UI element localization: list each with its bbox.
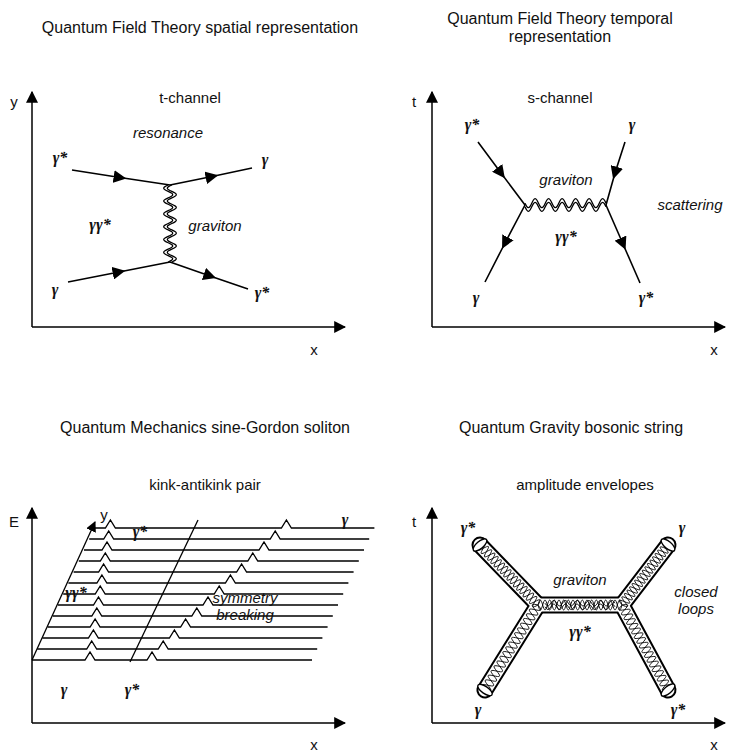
soliton-line: [68, 575, 348, 583]
soliton-line: [74, 564, 354, 572]
particle-label: γγ*: [65, 584, 86, 602]
tube-inner: [622, 605, 668, 690]
tube-outline: [622, 605, 668, 690]
panel-title: Quantum Field Theory spatial representat…: [35, 19, 365, 37]
panel-title: Quantum Gravity bosonic string: [406, 419, 736, 437]
string-tubes: [471, 537, 677, 698]
channel-label: kink-antikink pair: [149, 476, 261, 493]
soliton-line: [32, 652, 312, 660]
soliton-line: [89, 531, 369, 539]
particle-label: γ: [342, 511, 349, 529]
soliton-line: [79, 553, 359, 561]
tube-mesh: [621, 605, 668, 691]
loop-end: [471, 537, 489, 553]
axis-label: x: [710, 341, 718, 358]
particle-label: γ: [61, 681, 68, 699]
particle-label: γγ*: [555, 228, 576, 246]
particle-label: γ*: [133, 523, 148, 541]
tube-mesh: [482, 605, 541, 690]
axes: [32, 92, 725, 723]
soliton-lines: [32, 520, 374, 662]
axis-label: y: [100, 506, 108, 523]
graviton-wave: [545, 604, 615, 609]
particle-label: γγ*: [569, 623, 590, 641]
graviton-wave: [525, 202, 606, 211]
particle-label: γ*: [465, 116, 480, 134]
axis-label: y: [10, 93, 18, 110]
soliton-line: [84, 542, 364, 550]
particle-label: γ*: [125, 681, 140, 699]
annotation: graviton: [188, 217, 241, 234]
tube-inner: [538, 599, 622, 612]
particle-label: γ*: [639, 289, 654, 307]
soliton-line: [63, 586, 343, 594]
feynman-lines: [68, 142, 640, 289]
channel-label: t-channel: [159, 89, 221, 106]
channel-label: amplitude envelopes: [516, 476, 654, 493]
tube-outline: [538, 597, 622, 614]
particle-label: γ*: [53, 149, 68, 167]
particle-label: γ: [629, 116, 636, 134]
annotation: closed loops: [656, 583, 736, 618]
soliton-line: [48, 619, 328, 627]
soliton-line: [53, 608, 333, 616]
axis-label: E: [9, 513, 19, 530]
axis-label: x: [710, 736, 718, 753]
annotation: symmetry breaking: [205, 589, 285, 624]
tube-mesh: [538, 600, 622, 610]
particle-label: γ: [52, 281, 59, 299]
panel-title: Quantum Field Theory temporal representa…: [395, 10, 725, 47]
soliton-line: [42, 630, 322, 638]
soliton-line: [37, 641, 317, 649]
tube-mesh: [538, 600, 622, 610]
particle-label: γγ*: [89, 216, 110, 234]
particle-label: γ*: [255, 284, 270, 302]
axis-label: t: [412, 513, 416, 530]
graviton-wave: [164, 185, 173, 262]
particle-label: γ*: [671, 701, 686, 719]
particle-label: γ*: [461, 519, 476, 537]
channel-label: s-channel: [527, 89, 592, 106]
loop-end: [659, 537, 677, 553]
panel-title: Quantum Mechanics sine-Gordon soliton: [40, 419, 370, 437]
loop-end: [476, 682, 494, 697]
tube-mesh: [619, 605, 671, 690]
tube-mesh: [480, 543, 538, 607]
particle-label: γ: [262, 151, 269, 169]
annotation: graviton: [539, 171, 592, 188]
annotation: resonance: [133, 124, 203, 141]
graviton-waves: [164, 185, 606, 262]
loop-end: [659, 682, 677, 698]
soliton-line: [58, 597, 338, 605]
particle-label: γ: [475, 701, 482, 719]
axis-label: x: [310, 736, 318, 753]
annotation: graviton: [553, 571, 606, 588]
particle-label: γ: [473, 289, 480, 307]
tube-mesh: [619, 545, 670, 605]
particle-label: γ: [679, 519, 686, 537]
axis-label: x: [310, 341, 318, 358]
axis-label: t: [412, 93, 416, 110]
annotation: scattering: [657, 196, 722, 213]
